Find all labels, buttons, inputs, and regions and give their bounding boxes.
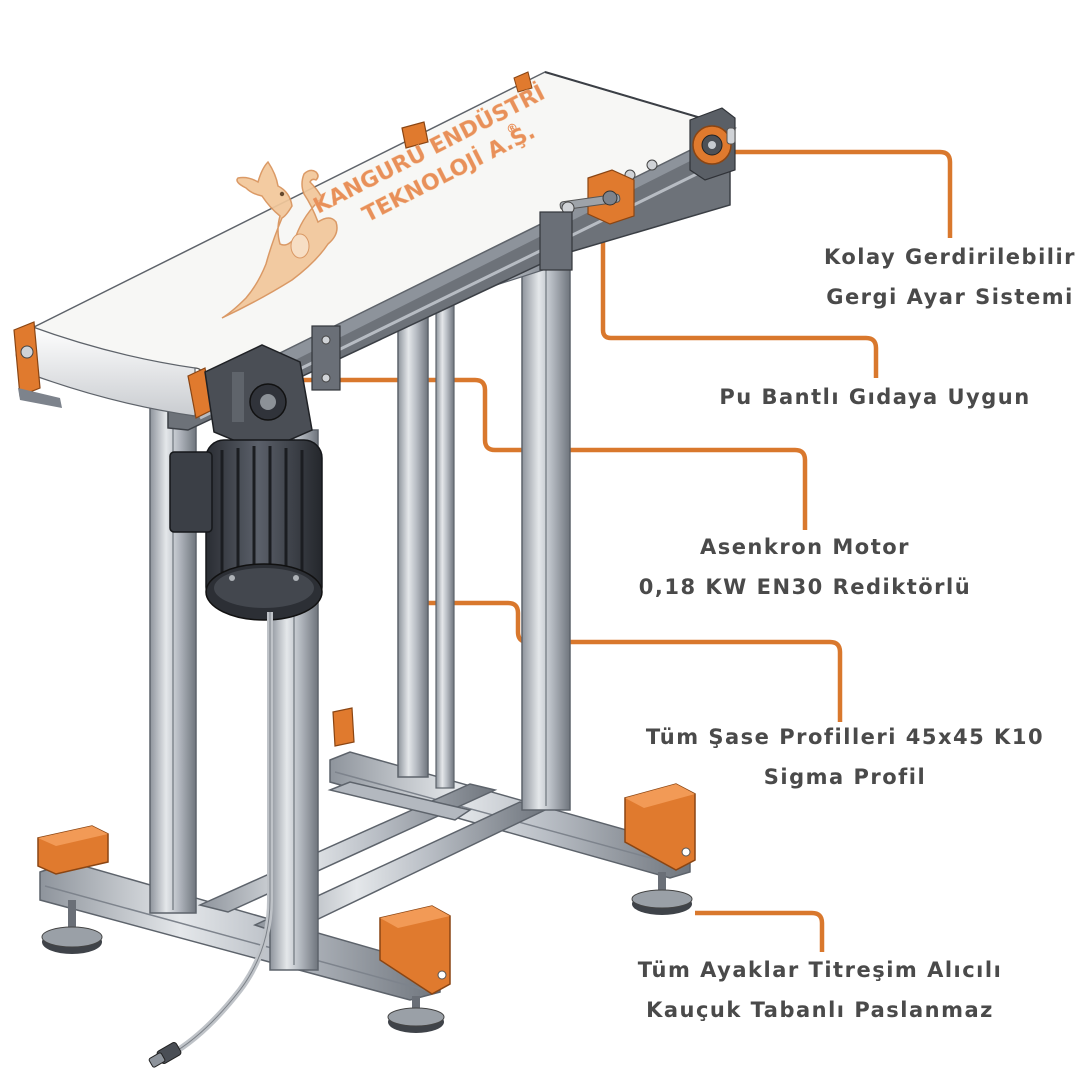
callout-tension-line-1: Kolay Gerdirilebilir bbox=[823, 245, 1077, 269]
motor-assembly bbox=[148, 344, 323, 1068]
leader-feet bbox=[695, 910, 825, 952]
callout-belt-line-1: Pu Bantlı Gıdaya Uygun bbox=[719, 385, 1031, 409]
base-frame bbox=[37, 707, 696, 1033]
callout-pu-belt: Pu Bantlı Gıdaya Uygun bbox=[700, 377, 1050, 417]
callout-feet: Tüm Ayaklar Titreşim Alıcılı Kauçuk Taba… bbox=[615, 950, 1025, 1030]
leader-profile bbox=[425, 600, 843, 722]
corner-block-back-left bbox=[332, 707, 355, 747]
callout-chassis-profile: Tüm Şase Profilleri 45x45 K10 Sigma Prof… bbox=[620, 717, 1070, 797]
foot-front-left bbox=[41, 900, 103, 954]
callout-feet-line-2: Kauçuk Tabanlı Paslanmaz bbox=[646, 998, 994, 1022]
cable-connector bbox=[148, 1042, 182, 1068]
callout-tension-system: Kolay Gerdirilebilir Gergi Ayar Sistemi bbox=[800, 237, 1080, 317]
callout-tension-line-2: Gergi Ayar Sistemi bbox=[826, 285, 1074, 309]
corner-block-front-left bbox=[37, 825, 109, 875]
callout-profile-line-2: Sigma Profil bbox=[763, 765, 927, 789]
leader-tension bbox=[715, 149, 953, 238]
leg-back-middle bbox=[435, 289, 455, 789]
tension-unit bbox=[401, 71, 736, 225]
callout-profile-line-1: Tüm Şase Profilleri 45x45 K10 bbox=[645, 725, 1045, 749]
callout-motor-line-1: Asenkron Motor bbox=[699, 535, 911, 559]
registered-mark: ® bbox=[504, 119, 521, 137]
leader-motor bbox=[295, 377, 808, 530]
base-cross-3 bbox=[327, 781, 472, 821]
foot-back-right bbox=[631, 872, 693, 915]
corner-block-front-right bbox=[379, 905, 451, 995]
kangaroo-logo-icon bbox=[221, 160, 338, 319]
leg-back-left bbox=[397, 304, 429, 778]
vertical-legs bbox=[149, 239, 571, 971]
corner-block-back-right bbox=[624, 783, 696, 871]
foot-front-right bbox=[387, 996, 445, 1033]
conveyor-body bbox=[13, 71, 738, 431]
terminal-box bbox=[169, 451, 213, 533]
callout-feet-line-1: Tüm Ayaklar Titreşim Alıcılı bbox=[637, 958, 1003, 982]
callout-motor-line-2: 0,18 KW EN30 Rediktörlü bbox=[638, 575, 972, 599]
callout-motor: Asenkron Motor 0,18 KW EN30 Rediktörlü bbox=[600, 527, 1010, 607]
